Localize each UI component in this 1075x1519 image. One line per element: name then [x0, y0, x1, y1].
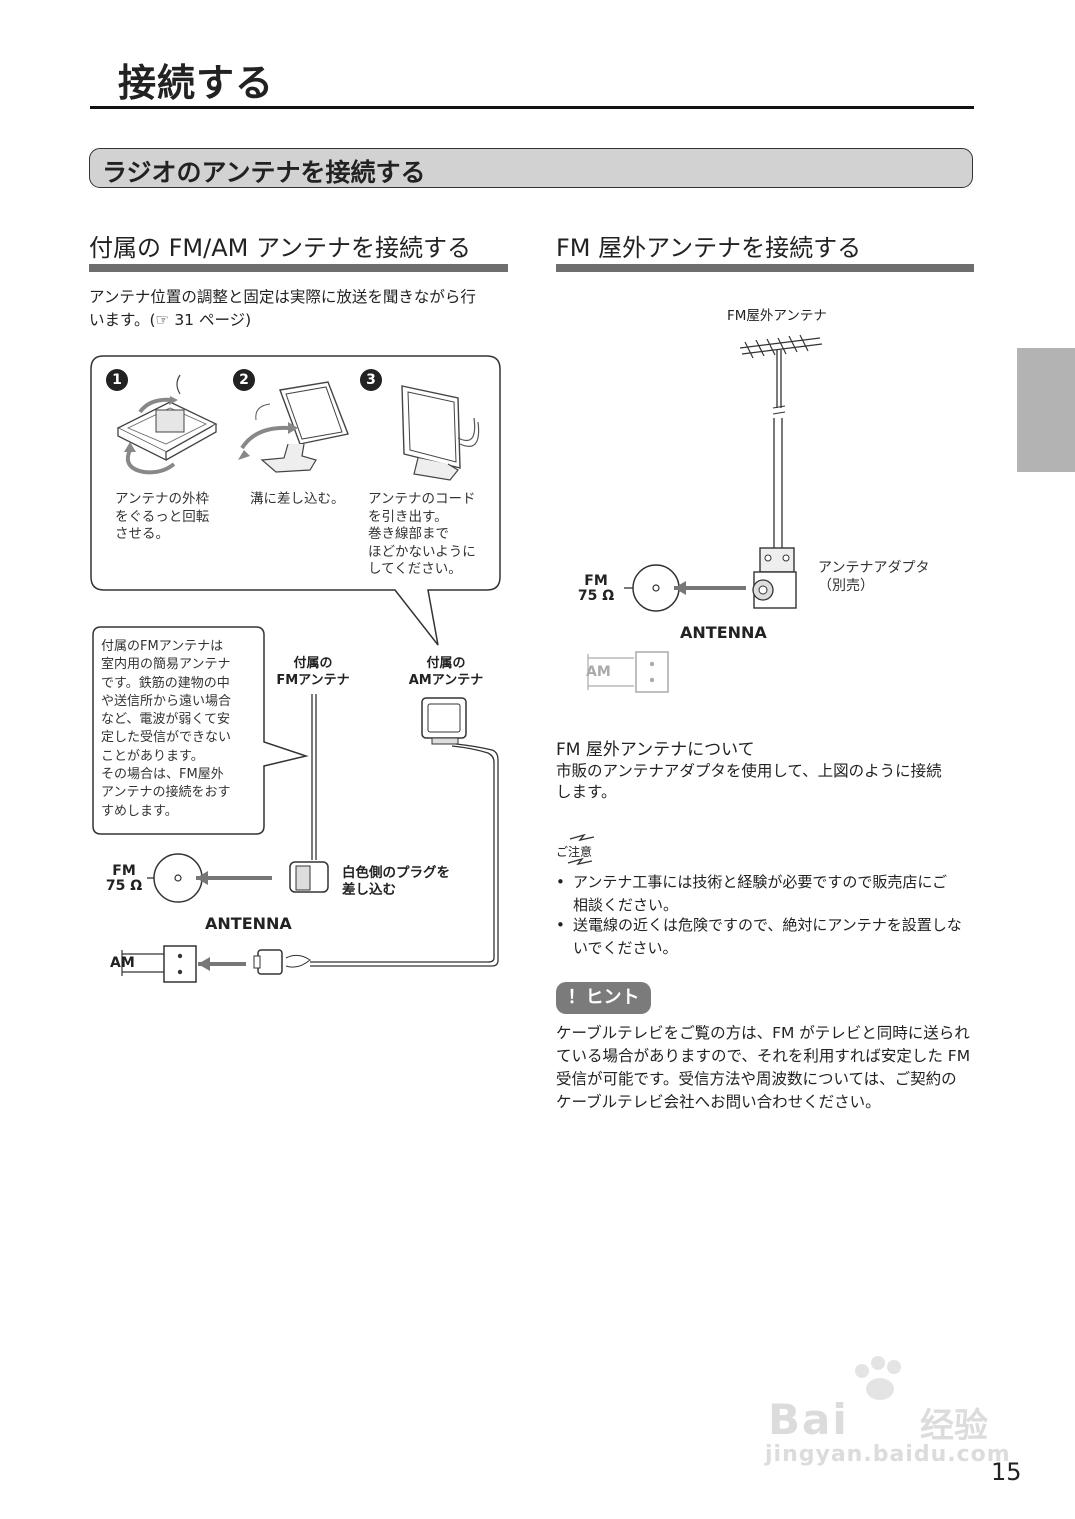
plug-instruction-line: 差し込む: [342, 882, 396, 898]
note-line: です。鉄筋の建物の中: [101, 675, 230, 691]
step-2-caption-line: 溝に差し込む。: [250, 491, 345, 507]
step-1-caption-line: させる。: [115, 526, 169, 542]
right-antenna-label: ANTENNA: [680, 623, 767, 642]
page-title: 接続する: [118, 61, 275, 105]
title-rule: [90, 106, 974, 109]
fm-jack-label-line: FM: [584, 573, 608, 589]
caution-icon: [567, 833, 595, 866]
caution-item-line: 相談ください。: [573, 896, 679, 914]
step-3-illustration: [401, 385, 480, 481]
step-3-number: 3: [360, 369, 382, 391]
note-line: その場合は、FM屋外: [101, 767, 224, 783]
fm-antenna-label-line: FMアンテナ: [276, 673, 350, 688]
section-banner: [89, 148, 973, 188]
step-3-caption: アンテナのコード を引き出す。 巻き線部まで ほどかないように してください。: [368, 491, 476, 579]
left-heading-rule: [89, 264, 508, 272]
hint-line: 受信が可能です。受信方法や周波数については、ご契約の: [556, 1070, 957, 1088]
step-1-caption: アンテナの外枠 をぐるっと回転 させる。: [115, 491, 209, 544]
section-title: ラジオのアンテナを接続する: [102, 158, 426, 187]
about-heading: FM 屋外アンテナについて: [556, 740, 755, 760]
adapter-label: アンテナアダプタ （別売）: [818, 560, 929, 595]
note-callout-frame: [92, 626, 309, 835]
fm-jack-label-line: 75 Ω: [577, 588, 615, 604]
left-antenna-label: ANTENNA: [205, 914, 292, 933]
left-fm-jack-label: FM 75 Ω: [104, 864, 144, 894]
hint-line: ケーブルテレビ会社へお問い合わせください。: [556, 1093, 881, 1111]
left-am-jack-label: AM: [110, 955, 135, 971]
hint-line: ている場合がありますので、それを利用すれば安定した FM: [556, 1047, 971, 1065]
fm-antenna-label-line: 付属の: [293, 656, 333, 671]
step-1-number: 1: [106, 369, 128, 391]
caution-item-line: 送電線の近くは危険ですので、絶対にアンテナを設置しな: [573, 916, 962, 934]
hint-text: ケーブルテレビをご覧の方は、FM がテレビと同時に送られ ている場合がありますの…: [556, 1022, 970, 1114]
note-line: ことがあります。: [101, 748, 204, 764]
outdoor-antenna-label: FM屋外アンテナ: [727, 308, 827, 324]
plug-instruction-line: 白色側のプラグを: [342, 865, 450, 881]
step-3-caption-line: ほどかないように: [368, 543, 476, 560]
caution-item-line: いでください。: [573, 939, 678, 957]
adapter-label-line: （別売）: [818, 577, 874, 594]
fm-jack-label-line: 75 Ω: [105, 878, 143, 894]
note-line: 付属のFMアンテナは: [101, 639, 224, 654]
note-line: アンテナの接続をおす: [101, 785, 231, 801]
step-3-caption-line: を引き出す。: [368, 508, 448, 525]
note-line: 室内用の簡易アンテナ: [101, 657, 231, 673]
left-intro-line-1: アンテナ位置の調整と固定は実際に放送を聞きながら行: [89, 288, 476, 306]
step-3-caption-line: 巻き線部まで: [368, 526, 449, 542]
right-am-jack-label: AM: [586, 664, 611, 680]
hint-badge: ！ヒント: [556, 982, 651, 1014]
caution-item-line: アンテナ工事には技術と経験が必要ですので販売店にご: [573, 873, 948, 891]
page-number: 15: [991, 1458, 1022, 1486]
paw-watermark-icon: [855, 1356, 901, 1400]
step-1-caption-line: アンテナの外枠: [115, 491, 209, 507]
watermark-logo: Bai: [768, 1395, 849, 1444]
left-wiring-diagram: [121, 694, 499, 983]
fm-antenna-label: 付属の FMアンテナ: [268, 655, 358, 689]
side-tab: [1017, 348, 1075, 472]
left-heading: 付属の FM/AM アンテナを接続する: [89, 234, 472, 262]
adapter-label-line: アンテナアダプタ: [818, 560, 930, 576]
caution-label: ご注意: [556, 845, 593, 859]
caution-item: • アンテナ工事には技術と経験が必要ですので販売店にご 相談ください。: [556, 871, 947, 917]
step-3-caption-line: してください。: [368, 561, 462, 577]
step-2-illustration: [238, 381, 349, 473]
step-2-number: 2: [233, 369, 255, 391]
bullet-dot: •: [556, 873, 565, 891]
right-heading: FM 屋外アンテナを接続する: [556, 234, 862, 262]
about-line-2: します。: [556, 783, 617, 801]
right-fm-jack-label: FM 75 Ω: [576, 574, 616, 604]
right-heading-rule: [556, 264, 974, 272]
step-1-caption-line: をぐるっと回転: [115, 508, 210, 525]
am-antenna-label: 付属の AMアンテナ: [400, 655, 492, 689]
note-line: 定した受信ができない: [101, 730, 232, 746]
bullet-dot: •: [556, 916, 565, 934]
right-wiring-diagram: [587, 334, 823, 693]
step-2-caption: 溝に差し込む。: [250, 491, 345, 509]
step-1-illustration: [116, 374, 218, 475]
am-antenna-label-line: AMアンテナ: [408, 673, 484, 688]
plug-instruction: 白色側のプラグを 差し込む: [342, 865, 450, 899]
note-line: や送信所から遠い場合: [101, 693, 232, 709]
note-line: すめします。: [101, 803, 178, 819]
watermark-url: jingyan.baidu.com: [765, 1442, 1011, 1467]
caution-item: • 送電線の近くは危険ですので、絶対にアンテナを設置しな いでください。: [556, 914, 962, 960]
watermark-logo-cn: 经验: [920, 1406, 988, 1446]
hint-line: ケーブルテレビをご覧の方は、FM がテレビと同時に送られ: [556, 1024, 970, 1042]
am-antenna-label-line: 付属の: [426, 656, 466, 671]
fm-jack-label-line: FM: [112, 863, 136, 879]
note-text: 付属のFMアンテナは 室内用の簡易アンテナ です。鉄筋の建物の中 や送信所から遠…: [101, 638, 231, 821]
note-line: など、電波が弱くて安: [101, 712, 230, 728]
left-intro-line-2: います。(☞ 31 ページ): [89, 311, 252, 329]
about-line-1: 市販のアンテナアダプタを使用して、上図のように接続: [556, 762, 942, 780]
step-3-caption-line: アンテナのコード: [368, 491, 476, 507]
